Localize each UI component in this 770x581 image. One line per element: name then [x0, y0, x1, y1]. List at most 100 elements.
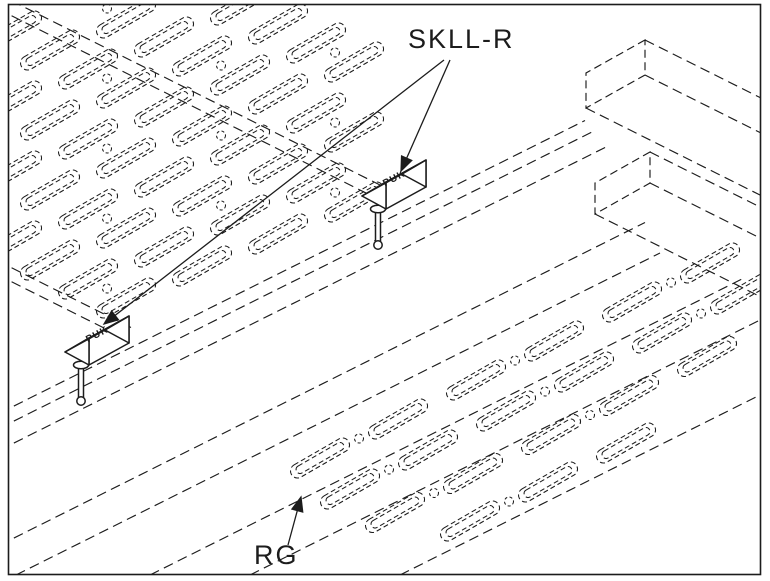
tray-slot: [19, 239, 81, 281]
tray-slot: [133, 156, 195, 198]
tray-slot-inner: [329, 45, 379, 79]
tray-slot: [209, 194, 271, 236]
tray-slot: [95, 137, 157, 179]
bolt-shaft: [77, 365, 85, 400]
tray-hole: [101, 143, 113, 154]
drawing-border: [7, 3, 762, 576]
tray-slot-inner: [25, 173, 75, 207]
skll-clamp-1: PUK: [64, 315, 130, 406]
tray-slot-inner: [101, 211, 151, 245]
tray-slot: [171, 245, 233, 287]
profile-edge-line: [8, 221, 646, 542]
tray-slot-inner: [177, 39, 227, 73]
clamp-bolt: [72, 360, 90, 406]
tray-slot: [553, 351, 615, 393]
tray-slot-inner: [373, 402, 423, 436]
tray-slot: [57, 258, 119, 300]
channel-flange-line: [644, 39, 761, 99]
tray-hole: [695, 308, 707, 319]
tray-upper-perforations: [0, 0, 385, 319]
clamp-bolt: [369, 204, 387, 250]
tray-hole: [665, 277, 677, 288]
tray-slot: [523, 320, 585, 362]
tray-slot: [323, 181, 385, 223]
tray-slot-inner: [139, 160, 189, 194]
tray-slot: [57, 188, 119, 230]
tray-slot-inner: [63, 52, 113, 86]
tray-slot: [517, 461, 579, 503]
tray-slot-inner: [177, 249, 227, 283]
tray-hole: [101, 73, 113, 84]
tray-slot-inner: [291, 96, 341, 130]
callout-skll-label: SKLL-R: [408, 24, 515, 54]
tray-slot: [8, 220, 43, 262]
tray-slot-inner: [215, 58, 265, 92]
profile-edge-line: [8, 119, 586, 410]
tray-upper-left: [0, 0, 399, 336]
tray-slot-inner: [101, 281, 151, 315]
tray-slot: [0, 129, 6, 174]
tray-slot: [0, 0, 6, 35]
tray-slot-inner: [253, 147, 303, 181]
tray-slot: [171, 35, 233, 77]
callouts: [102, 59, 451, 546]
tray-slot-inner: [637, 316, 687, 350]
tray-slot: [95, 207, 157, 249]
tray-edge-line: [8, 279, 118, 336]
tray-slot-inner: [177, 109, 227, 143]
tray-lower-perforations: [289, 242, 761, 542]
tray-slot-inner: [445, 504, 495, 538]
tray-slot-inner: [25, 33, 75, 67]
tray-hole: [503, 496, 515, 507]
tray-lower-right: [289, 242, 761, 542]
tray-slot-inner: [177, 179, 227, 213]
tray-slot-inner: [215, 198, 265, 232]
tray-slot-inner: [139, 230, 189, 264]
tray-slot-inner: [291, 26, 341, 60]
tray-slot: [709, 273, 761, 315]
profile-edge-line: [8, 145, 609, 447]
tray-slot-inner: [448, 457, 498, 490]
tray-hole: [215, 60, 227, 71]
tray-slot: [247, 213, 309, 255]
tray-slot: [95, 4, 157, 39]
tray-slot: [247, 73, 309, 115]
tray-slot: [285, 92, 347, 134]
tray-slot: [520, 413, 582, 456]
tray-hole: [353, 433, 365, 444]
channel-flange-line: [649, 151, 761, 209]
tray-hole: [101, 4, 113, 14]
callout-leader-skll-1: [102, 59, 445, 325]
bolt-head: [373, 240, 383, 250]
tray-slot: [676, 335, 738, 378]
tray-slot-inner: [295, 441, 345, 475]
tray-slot-inner: [215, 4, 265, 22]
tray-slot-inner: [685, 246, 735, 280]
tray-slot: [323, 41, 385, 83]
channel-flange-line: [649, 182, 761, 240]
tray-slot: [442, 452, 504, 495]
tray-slot: [171, 105, 233, 147]
clamp-body: [64, 315, 130, 366]
tray-slot: [323, 111, 385, 153]
bolt-shaft: [374, 209, 382, 244]
tray-slot: [19, 169, 81, 211]
tray-slot-inner: [139, 90, 189, 124]
tray-slot: [595, 422, 657, 464]
tray-slot-inner: [101, 71, 151, 105]
tray-slot: [631, 312, 693, 354]
tray-slot-inner: [403, 433, 453, 467]
tray-hole: [539, 386, 551, 397]
tray-slot: [57, 48, 119, 90]
tray-slot: [209, 124, 271, 166]
tray-slot: [19, 29, 81, 71]
tray-slot: [133, 16, 195, 58]
tray-slot-inner: [215, 128, 265, 162]
tray-hole: [428, 487, 440, 499]
tray-slot: [439, 500, 501, 542]
tray-slot: [95, 67, 157, 109]
tray-slot-inner: [559, 355, 609, 389]
tray-slot-inner: [253, 7, 303, 41]
tray-hole: [329, 187, 341, 198]
